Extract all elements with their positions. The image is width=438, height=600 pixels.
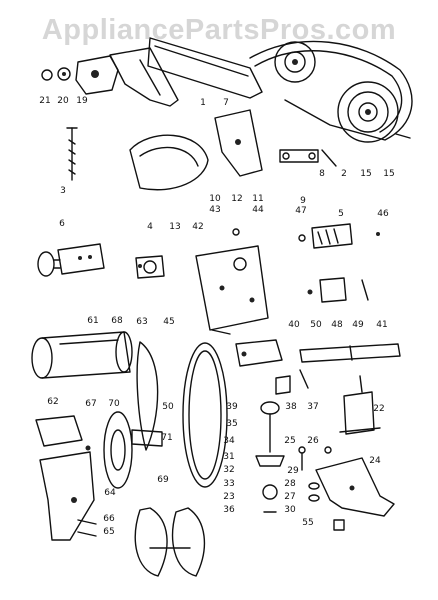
bracket-part-10-12-11 [129, 109, 263, 191]
part-label-41: 41 [376, 320, 387, 330]
part-label-44: 44 [252, 205, 264, 215]
part-label-15: 15 [360, 169, 371, 179]
base-bracket-part-24 [315, 457, 395, 517]
part-label-11: 11 [252, 194, 263, 204]
part-label-32: 32 [223, 465, 234, 475]
part-label-46: 46 [377, 209, 389, 219]
part-label-6: 6 [59, 219, 65, 229]
part-label-68: 68 [111, 316, 123, 326]
part-label-43: 43 [209, 205, 220, 215]
part-label-31: 31 [223, 452, 234, 462]
motor-part-61 [31, 331, 133, 379]
part-label-20: 20 [57, 96, 69, 106]
part-label-3: 3 [60, 186, 66, 196]
part-label-23: 23 [223, 492, 234, 502]
link-part-8-9 [279, 149, 337, 167]
belt-part-63 [136, 341, 159, 451]
part-label-40: 40 [288, 320, 300, 330]
shaft-part-41 [299, 343, 401, 363]
part-label-26: 26 [307, 436, 319, 446]
part-label-7: 7 [223, 98, 229, 108]
part-label-22: 22 [373, 404, 384, 414]
part-label-1: 1 [200, 98, 206, 108]
part-label-21: 21 [39, 96, 50, 106]
screw-part-3 [66, 127, 78, 181]
part-label-49: 49 [352, 320, 364, 330]
part-label-47: 47 [295, 206, 306, 216]
part-label-13: 13 [169, 222, 180, 232]
part-label-39: 39 [226, 402, 238, 412]
clamp-part-69 [134, 507, 206, 577]
part-label-65: 65 [103, 527, 114, 537]
part-label-5: 5 [338, 209, 344, 219]
ring-gear-part-50 [182, 342, 228, 488]
part-label-62: 62 [47, 397, 58, 407]
part-label-8: 8 [319, 169, 325, 179]
part-label-63: 63 [136, 317, 147, 327]
pulley-part-70 [103, 411, 163, 489]
part-label-10: 10 [209, 194, 221, 204]
part-label-36: 36 [223, 505, 235, 515]
bracket-part-64 [39, 451, 97, 541]
part-label-27: 27 [284, 492, 295, 502]
clip-part-38 [275, 369, 309, 395]
actuator-column [255, 401, 285, 513]
part-label-42: 42 [192, 222, 203, 232]
part-label-9: 9 [300, 196, 306, 206]
small-hardware [298, 446, 345, 531]
solenoid-part-22 [339, 375, 381, 435]
part-label-25: 25 [284, 436, 295, 446]
part-label-30: 30 [284, 505, 296, 515]
switch-part-6 [37, 243, 105, 277]
relay-part-48 [307, 277, 369, 303]
part-label-19: 19 [76, 96, 88, 106]
part-label-70: 70 [108, 399, 120, 409]
part-label-38: 38 [285, 402, 297, 412]
part-label-37: 37 [307, 402, 318, 412]
part-label-29: 29 [287, 466, 299, 476]
part-label-67: 67 [85, 399, 96, 409]
part-label-12: 12 [231, 194, 242, 204]
part-label-24: 24 [369, 456, 381, 466]
part-label-34: 34 [223, 436, 235, 446]
part-label-66: 66 [103, 514, 115, 524]
terminal-part-4 [135, 255, 165, 279]
part-label-4: 4 [147, 222, 153, 232]
part-label-15: 15 [383, 169, 394, 179]
part-label-61: 61 [87, 316, 98, 326]
part-label-28: 28 [284, 479, 296, 489]
part-label-35: 35 [226, 419, 237, 429]
center-mounting-plate [195, 228, 269, 335]
part-label-71: 71 [161, 433, 172, 443]
part-label-50: 50 [162, 402, 174, 412]
part-label-69: 69 [157, 475, 169, 485]
connector-part-5 [298, 223, 380, 249]
part-label-48: 48 [331, 320, 343, 330]
part-label-50: 50 [310, 320, 322, 330]
part-label-2: 2 [341, 169, 347, 179]
part-label-33: 33 [223, 479, 234, 489]
part-label-64: 64 [104, 488, 116, 498]
part-label-55: 55 [302, 518, 313, 528]
part-label-45: 45 [163, 317, 174, 327]
lever-part [235, 339, 283, 367]
motor-assembly-top [41, 37, 413, 143]
cover-part-62 [35, 415, 91, 451]
